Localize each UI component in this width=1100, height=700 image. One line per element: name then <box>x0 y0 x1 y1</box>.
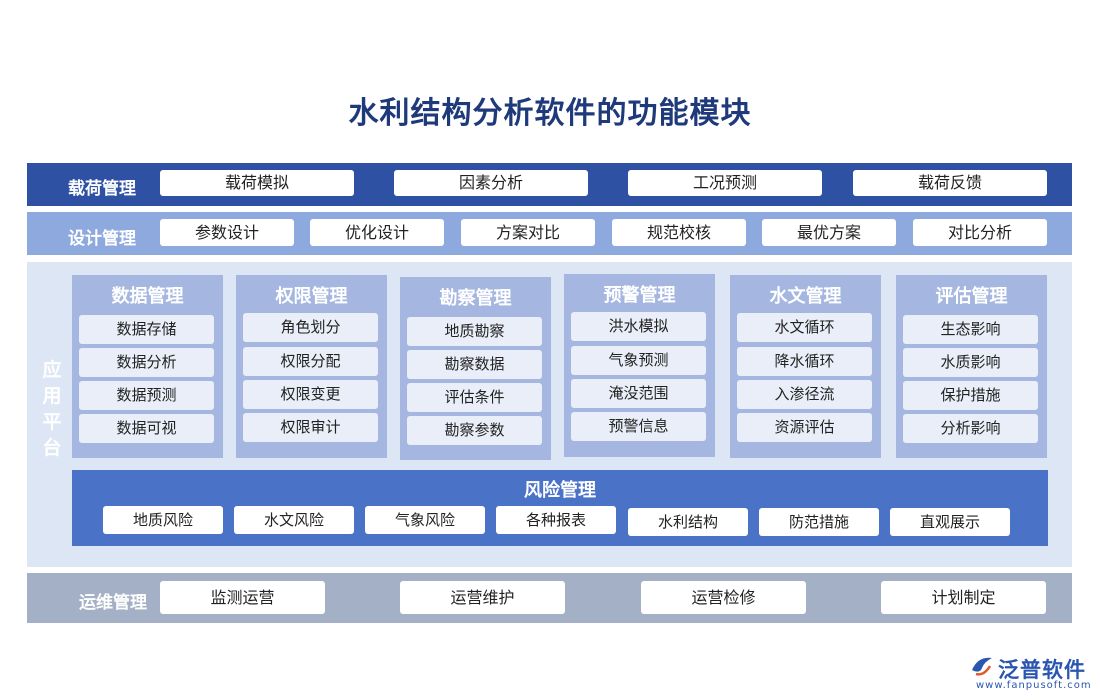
module-item[interactable]: 预警信息 <box>571 412 706 441</box>
module-item[interactable]: 数据预测 <box>79 381 214 410</box>
risk-management-title: 风险管理 <box>524 480 596 501</box>
ops-item[interactable]: 计划制定 <box>881 581 1046 614</box>
brand-name: 泛普软件 <box>998 658 1086 682</box>
module-item[interactable]: 资源评估 <box>737 413 872 442</box>
app-label-char: 平 <box>42 411 62 433</box>
design-item[interactable]: 优化设计 <box>310 219 444 246</box>
module-item[interactable]: 评估条件 <box>407 383 542 412</box>
design-item[interactable]: 对比分析 <box>913 219 1047 246</box>
app-label-char: 用 <box>42 385 62 407</box>
brand-url: www.fanpusoft.com <box>976 680 1092 691</box>
module-warning-management: 预警管理 洪水模拟 气象预测 淹没范围 预警信息 <box>564 274 715 457</box>
ops-item[interactable]: 运营检修 <box>641 581 806 614</box>
module-item[interactable]: 分析影响 <box>903 414 1038 443</box>
module-item[interactable]: 洪水模拟 <box>571 312 706 341</box>
load-item[interactable]: 载荷模拟 <box>160 170 354 196</box>
module-permission-management: 权限管理 角色划分 权限分配 权限变更 权限审计 <box>236 275 387 458</box>
module-title: 水文管理 <box>769 286 842 307</box>
module-item[interactable]: 地质勘察 <box>407 317 542 346</box>
risk-item[interactable]: 水文风险 <box>234 506 354 534</box>
design-management-label: 设计管理 <box>68 229 136 249</box>
load-management-label: 载荷管理 <box>68 179 136 199</box>
module-item[interactable]: 水文循环 <box>737 313 872 342</box>
design-item[interactable]: 参数设计 <box>160 219 294 246</box>
ops-item[interactable]: 监测运营 <box>160 581 325 614</box>
risk-item[interactable]: 直观展示 <box>890 508 1010 536</box>
module-item[interactable]: 降水循环 <box>737 347 872 376</box>
module-item[interactable]: 数据分析 <box>79 348 214 377</box>
risk-management-panel: 风险管理 地质风险 水文风险 气象风险 各种报表 水利结构 防范措施 直观展示 <box>72 470 1048 546</box>
module-title: 预警管理 <box>603 285 676 306</box>
module-item[interactable]: 保护措施 <box>903 381 1038 410</box>
module-item[interactable]: 入渗径流 <box>737 380 872 409</box>
design-item[interactable]: 规范校核 <box>612 219 746 246</box>
module-item[interactable]: 勘察数据 <box>407 350 542 379</box>
module-survey-management: 勘察管理 地质勘察 勘察数据 评估条件 勘察参数 <box>400 277 551 460</box>
risk-item[interactable]: 地质风险 <box>103 506 223 534</box>
design-management-band: 设计管理 参数设计 优化设计 方案对比 规范校核 最优方案 对比分析 <box>27 212 1072 255</box>
load-item[interactable]: 载荷反馈 <box>853 170 1047 196</box>
app-label-char: 台 <box>42 437 62 459</box>
design-item[interactable]: 最优方案 <box>762 219 896 246</box>
app-label-char: 应 <box>42 359 62 381</box>
page-title: 水利结构分析软件的功能模块 <box>348 96 752 131</box>
module-title: 数据管理 <box>111 286 184 307</box>
application-platform-band: 应 用 平 台 数据管理 数据存储 数据分析 数据预测 数据可视 权限管理 角色… <box>27 262 1072 567</box>
module-item[interactable]: 生态影响 <box>903 315 1038 344</box>
module-title: 勘察管理 <box>439 288 512 309</box>
module-item[interactable]: 权限变更 <box>243 380 378 409</box>
load-item[interactable]: 工况预测 <box>628 170 822 196</box>
design-item[interactable]: 方案对比 <box>461 219 595 246</box>
module-assessment-management: 评估管理 生态影响 水质影响 保护措施 分析影响 <box>896 275 1047 458</box>
risk-item[interactable]: 水利结构 <box>628 508 748 536</box>
risk-item[interactable]: 气象风险 <box>365 506 485 534</box>
module-item[interactable]: 角色划分 <box>243 313 378 342</box>
module-item[interactable]: 数据可视 <box>79 414 214 443</box>
ops-item[interactable]: 运营维护 <box>400 581 565 614</box>
ops-management-band: 运维管理 监测运营 运营维护 运营检修 计划制定 <box>27 573 1072 623</box>
module-hydrology-management: 水文管理 水文循环 降水循环 入渗径流 资源评估 <box>730 275 881 458</box>
module-item[interactable]: 勘察参数 <box>407 416 542 445</box>
module-item[interactable]: 淹没范围 <box>571 379 706 408</box>
module-data-management: 数据管理 数据存储 数据分析 数据预测 数据可视 <box>72 275 223 458</box>
brand-logo-icon <box>972 657 992 676</box>
ops-management-label: 运维管理 <box>79 593 147 613</box>
brand-logo: 泛普软件 www.fanpusoft.com <box>968 652 1092 692</box>
load-item[interactable]: 因素分析 <box>394 170 588 196</box>
risk-item[interactable]: 各种报表 <box>496 506 616 534</box>
module-item[interactable]: 权限审计 <box>243 413 378 442</box>
risk-item[interactable]: 防范措施 <box>759 508 879 536</box>
module-item[interactable]: 水质影响 <box>903 348 1038 377</box>
load-management-band: 载荷管理 载荷模拟 因素分析 工况预测 载荷反馈 <box>27 163 1072 206</box>
module-item[interactable]: 气象预测 <box>571 346 706 375</box>
module-title: 权限管理 <box>275 286 348 307</box>
module-item[interactable]: 权限分配 <box>243 347 378 376</box>
module-title: 评估管理 <box>935 286 1008 307</box>
module-item[interactable]: 数据存储 <box>79 315 214 344</box>
application-platform-label: 应 用 平 台 <box>41 357 63 461</box>
